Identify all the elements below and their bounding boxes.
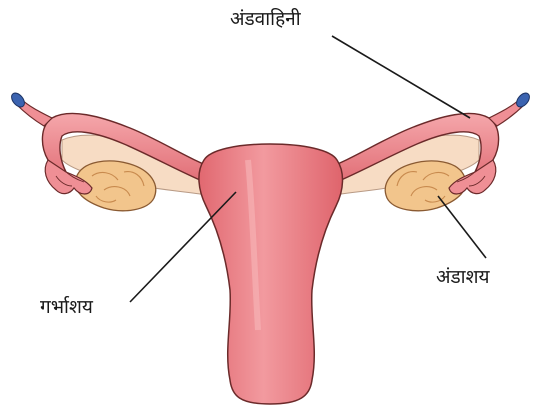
leader-line-ovary xyxy=(438,196,486,258)
label-uterus: गर्भाशय xyxy=(40,298,93,317)
uterus xyxy=(199,144,343,404)
leader-line-uterus xyxy=(130,192,236,302)
leader-line-fallopian xyxy=(332,36,470,118)
label-fallopian-tube: अंडवाहिनी xyxy=(230,10,301,29)
label-ovary: अंडाशय xyxy=(436,268,490,287)
